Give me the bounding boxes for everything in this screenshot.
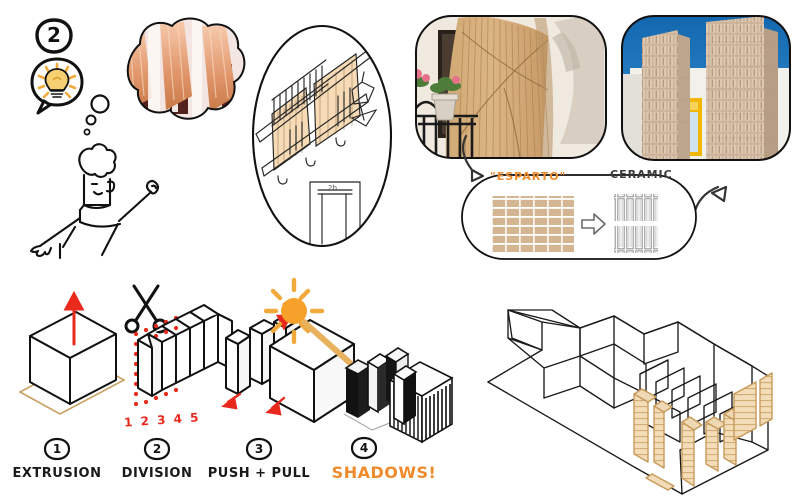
- step-4-number: 4: [359, 441, 369, 455]
- sketch-detail-label: 2b: [328, 184, 337, 192]
- curved-arrow-up-icon: [692, 185, 728, 217]
- material-translation-panel: "ESPARTO" CERAMIC: [461, 168, 697, 262]
- step-4-number-badge: 4: [350, 436, 378, 460]
- photo-thought-bubble: [104, 14, 250, 146]
- step-1-number: 1: [52, 442, 62, 456]
- step-4-label: SHADOWS!: [331, 463, 437, 482]
- esparto-curtain-photo: [412, 12, 610, 162]
- lightbulb-icon: [22, 55, 92, 117]
- step-marker-2: 2: [34, 18, 74, 54]
- curved-arrow-down-icon: [461, 134, 485, 183]
- scissors-icon: [124, 284, 168, 334]
- extrusion-cube-icon: [18, 290, 126, 415]
- shadow-slabs-icon: [343, 347, 454, 444]
- step-marker-2-label: 2: [47, 23, 61, 47]
- step-1-label: EXTRUSION: [12, 466, 102, 481]
- ceramic-label: CERAMIC: [610, 168, 673, 181]
- facade-sketch-oval: 2b: [248, 22, 396, 252]
- step-3-label: PUSH + PULL: [207, 466, 311, 481]
- ceramic-facade-building-photo: [618, 12, 794, 164]
- step-2-number-badge: 2: [143, 437, 171, 461]
- step-3-number-badge: 3: [245, 437, 273, 461]
- person-sketch-icon: [29, 143, 160, 260]
- isometric-building-drawing: [487, 309, 773, 495]
- sun-icon: [263, 277, 325, 345]
- step-3-number: 3: [254, 442, 264, 456]
- right-arrow-icon: [581, 213, 606, 235]
- step-2-number: 2: [152, 442, 162, 456]
- thought-dots-icon: [83, 94, 110, 136]
- step-1-number-badge: 1: [43, 437, 71, 461]
- esparto-label: "ESPARTO": [490, 170, 567, 183]
- step-2-label: DIVISION: [121, 466, 193, 481]
